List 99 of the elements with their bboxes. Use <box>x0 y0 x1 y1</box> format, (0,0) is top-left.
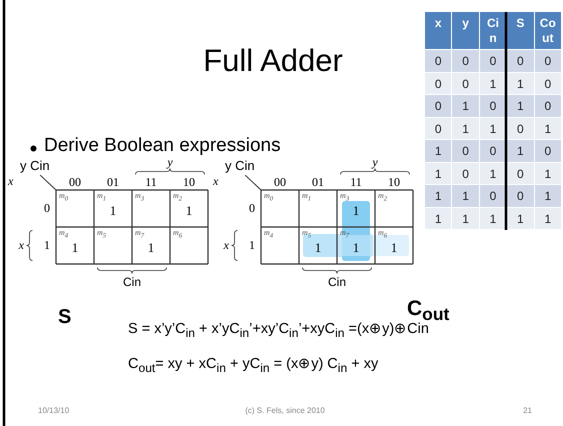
minterm-label: m$_{3}$ <box>135 192 144 203</box>
variable-label: Cin <box>123 276 141 290</box>
table-cell: 1 <box>480 118 506 139</box>
table-cell: 1 <box>507 140 534 162</box>
cell-value: 1 <box>110 204 116 218</box>
minterm-label: m$_{5}$ <box>302 229 312 240</box>
table-cell: 1 <box>534 185 561 206</box>
column-code: 01 <box>107 176 119 190</box>
column-code: 00 <box>274 176 286 190</box>
table-cell: 0 <box>425 72 452 94</box>
minterm-label: m$_{4}$ <box>264 229 274 240</box>
table-cell: 0 <box>452 50 479 72</box>
table-cell: 1 <box>425 185 452 206</box>
slide-title: Full Adder <box>203 44 343 78</box>
minterm-label: m$_{0}$ <box>59 192 68 203</box>
variable-label: x <box>224 238 229 252</box>
minterm-label: m$_{1}$ <box>97 192 106 203</box>
table-cell: 0 <box>507 50 534 72</box>
variable-label: Cin <box>328 276 346 290</box>
table-cell: 1 <box>480 208 506 229</box>
row-code: 0 <box>249 202 255 215</box>
table-cell: 0 <box>480 185 506 206</box>
table-cell: 1 <box>507 95 534 116</box>
row-code: 1 <box>249 238 255 252</box>
minterm-label: m$_{6}$ <box>173 229 182 240</box>
table-cell: 0 <box>480 50 506 72</box>
variable-label: y Cin <box>20 159 50 174</box>
variable-label: x <box>18 238 24 252</box>
table-cell: 1 <box>534 208 561 229</box>
table-cell: 0 <box>507 185 534 206</box>
footer-credit: (c) S. Fels, since 2010 <box>245 407 325 416</box>
column-code: 10 <box>388 176 400 190</box>
table-cell: 0 <box>425 118 452 139</box>
equation: C$_{out}$= xy + xC$_{in}$ + yC$_{in}$ = (x⊕y) C$_{in}$ + xy <box>128 357 378 376</box>
table-cell: 1 <box>534 118 561 139</box>
table-cell: 0 <box>452 140 479 162</box>
row-code: 0 <box>44 202 50 215</box>
table-cell: 0 <box>480 95 506 116</box>
column-code: 01 <box>312 176 324 190</box>
table-cell: 1 <box>452 208 479 229</box>
cell-value: 1 <box>390 241 398 256</box>
table-cell: 0 <box>534 95 561 116</box>
cell-value: 1 <box>314 241 322 256</box>
minterm-label: m$_{7}$ <box>135 229 144 240</box>
table-cell: 1 <box>480 162 506 184</box>
table-cell: 0 <box>507 162 534 184</box>
table-cell: 0 <box>425 50 452 72</box>
minterm-label: m$_{3}$ <box>340 192 350 203</box>
table-header-cell: Cout <box>534 12 561 49</box>
minterm-label: m$_{1}$ <box>302 192 312 203</box>
variable-label: y <box>167 156 173 170</box>
table-cell: 1 <box>507 208 534 229</box>
table-cell: 1 <box>452 95 479 116</box>
table-cell: 0 <box>480 140 506 162</box>
minterm-label: m$_{5}$ <box>97 229 106 240</box>
column-code: 11 <box>145 176 157 190</box>
table-cell: 0 <box>534 72 561 94</box>
table-cell: 1 <box>425 140 452 162</box>
table-cell: 0 <box>452 72 479 94</box>
minterm-label: m$_{6}$ <box>378 229 388 240</box>
cell-value: 1 <box>352 204 360 218</box>
minterm-label: m$_{4}$ <box>59 229 68 240</box>
table-cell: 0 <box>534 50 561 72</box>
footer-date: 10/13/10 <box>38 407 70 416</box>
table-cell: 0 <box>452 162 479 184</box>
table-header-cell: x <box>425 12 452 49</box>
table-header-cell: S <box>507 12 534 49</box>
column-code: 10 <box>183 176 195 190</box>
minterm-label: m$_{2}$ <box>378 192 388 203</box>
minterm-label: m$_{7}$ <box>340 229 350 240</box>
column-code: 00 <box>69 176 81 190</box>
variable-label: x <box>213 175 218 188</box>
table-cell: 1 <box>480 72 506 94</box>
variable-label: x <box>8 175 14 188</box>
cell-value: 1 <box>72 241 78 256</box>
table-cell: 1 <box>452 185 479 206</box>
page-number: 21 <box>523 407 532 416</box>
table-cell: 1 <box>507 72 534 94</box>
variable-label: y Cin <box>225 159 255 174</box>
equation: S = x’y’C$_{in}$ + x’yC$_{in}$’+xy’C$_{in}$’+xyC$_{in}$ =(x⊕y)⊕Cin <box>128 322 429 340</box>
table-cell: 0 <box>425 95 452 116</box>
variable-label: y <box>372 156 378 170</box>
table-cell: 1 <box>534 162 561 184</box>
table-header-cell: y <box>452 12 479 49</box>
minterm-label: m$_{2}$ <box>173 192 182 203</box>
cell-value: 1 <box>148 241 154 256</box>
table-cell: 0 <box>507 118 534 139</box>
table-cell: 0 <box>534 140 561 162</box>
minterm-label: m$_{0}$ <box>264 192 274 203</box>
cell-value: 1 <box>186 204 192 218</box>
table-cell: 1 <box>425 162 452 184</box>
cell-value: 1 <box>352 241 360 256</box>
table-header-cell: Cin <box>480 12 506 49</box>
column-code: 11 <box>350 176 362 190</box>
row-code: 1 <box>44 238 50 252</box>
map-label: S <box>58 306 72 328</box>
bullet-text: Derive Boolean expressions <box>44 136 281 157</box>
table-cell: 1 <box>452 118 479 139</box>
table-cell: 1 <box>425 208 452 229</box>
